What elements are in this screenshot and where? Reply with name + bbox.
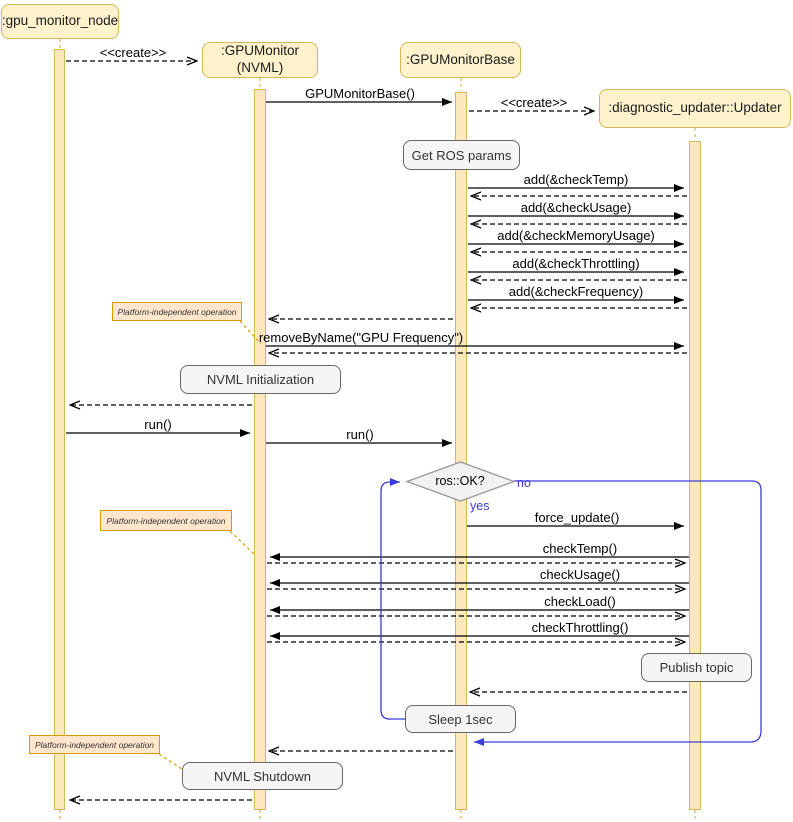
activation-bar-gpu-monitor-base bbox=[455, 92, 467, 810]
label-gpu-monitor-base-ctor: GPUMonitorBase() bbox=[305, 86, 415, 101]
participant-gpu-monitor-base: :GPUMonitorBase bbox=[400, 42, 521, 78]
participant-gpu-monitor: :GPUMonitor (NVML) bbox=[202, 42, 318, 78]
label-loop-yes: yes bbox=[470, 499, 490, 513]
activity-nvml-shutdown: NVML Shutdown bbox=[182, 762, 343, 790]
activation-bar-gpu-monitor bbox=[254, 89, 266, 810]
note-platform-independent-3: Platform-independent operation bbox=[29, 735, 160, 754]
note-platform-independent-1: Platform-independent operation bbox=[112, 302, 242, 321]
label-add-check-temp: add(&checkTemp) bbox=[523, 172, 629, 187]
label-check-throttling: checkThrottling() bbox=[531, 620, 629, 635]
activity-sleep-1sec: Sleep 1sec bbox=[405, 705, 516, 733]
note-connectors bbox=[158, 320, 262, 770]
label-check-load: checkLoad() bbox=[544, 594, 616, 609]
participant-gpu-monitor-node: :gpu_monitor_node bbox=[1, 4, 119, 39]
label-create-updater: <<create>> bbox=[500, 95, 568, 110]
label-add-check-throttling: add(&checkThrottling) bbox=[512, 256, 640, 271]
label-add-check-memory-usage: add(&checkMemoryUsage) bbox=[497, 228, 655, 243]
activity-nvml-initialization: NVML Initialization bbox=[180, 365, 341, 394]
call-arrows bbox=[66, 98, 689, 640]
loop-exit-path bbox=[474, 480, 762, 746]
label-loop-condition: ros::OK? bbox=[435, 474, 485, 488]
label-loop-no: no bbox=[517, 476, 531, 490]
label-check-usage: checkUsage() bbox=[539, 567, 621, 582]
activation-bar-gpu-monitor-node bbox=[54, 49, 65, 810]
label-remove-by-name: removeByName("GPU Frequency") bbox=[258, 330, 464, 345]
label-run-base: run() bbox=[346, 427, 374, 442]
activity-publish-topic: Publish topic bbox=[641, 653, 752, 682]
label-add-check-usage: add(&checkUsage) bbox=[520, 200, 632, 215]
activation-bar-updater bbox=[689, 141, 701, 810]
return-arrows bbox=[66, 61, 687, 800]
activity-get-ros-params: Get ROS params bbox=[403, 140, 520, 170]
label-run-node: run() bbox=[144, 417, 172, 432]
loop-back-path bbox=[380, 478, 405, 720]
label-add-check-frequency: add(&checkFrequency) bbox=[508, 284, 644, 299]
label-check-temp: checkTemp() bbox=[542, 541, 618, 556]
loop-paths bbox=[380, 478, 762, 746]
participant-updater: :diagnostic_updater::Updater bbox=[599, 89, 791, 128]
label-create-gpu-monitor: <<create>> bbox=[99, 45, 167, 60]
decision-diamond bbox=[405, 461, 516, 502]
label-force-update: force_update() bbox=[534, 510, 620, 525]
note-platform-independent-2: Platform-independent operation bbox=[100, 510, 232, 531]
lifeline-stubs bbox=[59, 39, 696, 820]
